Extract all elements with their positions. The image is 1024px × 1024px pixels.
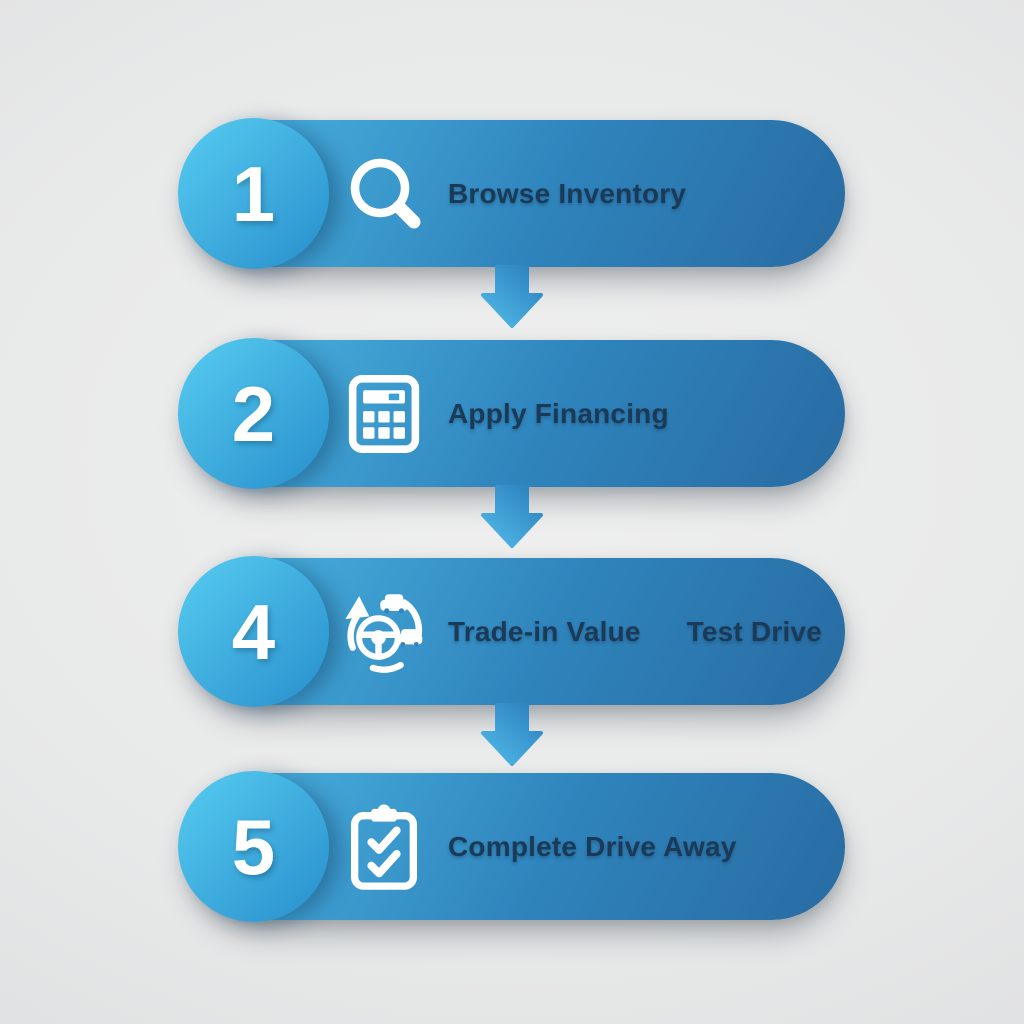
step-label: Apply Financing (448, 397, 669, 429)
calculator-icon (338, 340, 430, 487)
step-number: 5 (231, 802, 276, 891)
step-2-pill: 2 Apply Financing (178, 338, 845, 489)
step-2-number-badge: 2 (178, 338, 329, 489)
step-4-pill: 5 Complete Drive Away (178, 771, 845, 922)
step-number: 4 (231, 587, 276, 676)
step-number: 1 (231, 149, 276, 238)
step-1-pill: 1 Browse Inventory (178, 118, 845, 269)
step-label: Complete Drive Away (448, 830, 737, 862)
down-arrow-icon (481, 485, 543, 548)
down-arrow-icon (481, 265, 543, 328)
step-number: 2 (231, 369, 276, 458)
step-label: Trade-in Value (448, 615, 641, 647)
step-1-labels: Browse Inventory (448, 120, 815, 267)
step-2-labels: Apply Financing (448, 340, 815, 487)
step-4-labels: Complete Drive Away (448, 773, 815, 920)
step-3-pill: 4 (178, 556, 845, 707)
step-3-labels: Trade-in Value Test Drive (448, 558, 822, 705)
step-4-number-badge: 5 (178, 771, 329, 922)
search-icon (338, 120, 430, 267)
step-3-number-badge: 4 (178, 556, 329, 707)
down-arrow-icon (481, 703, 543, 766)
step-label: Test Drive (686, 615, 822, 647)
clipboard-checklist-icon (338, 773, 430, 920)
step-label: Browse Inventory (448, 177, 687, 209)
trade-in-steering-wheel-icon (338, 558, 430, 705)
step-1-number-badge: 1 (178, 118, 329, 269)
